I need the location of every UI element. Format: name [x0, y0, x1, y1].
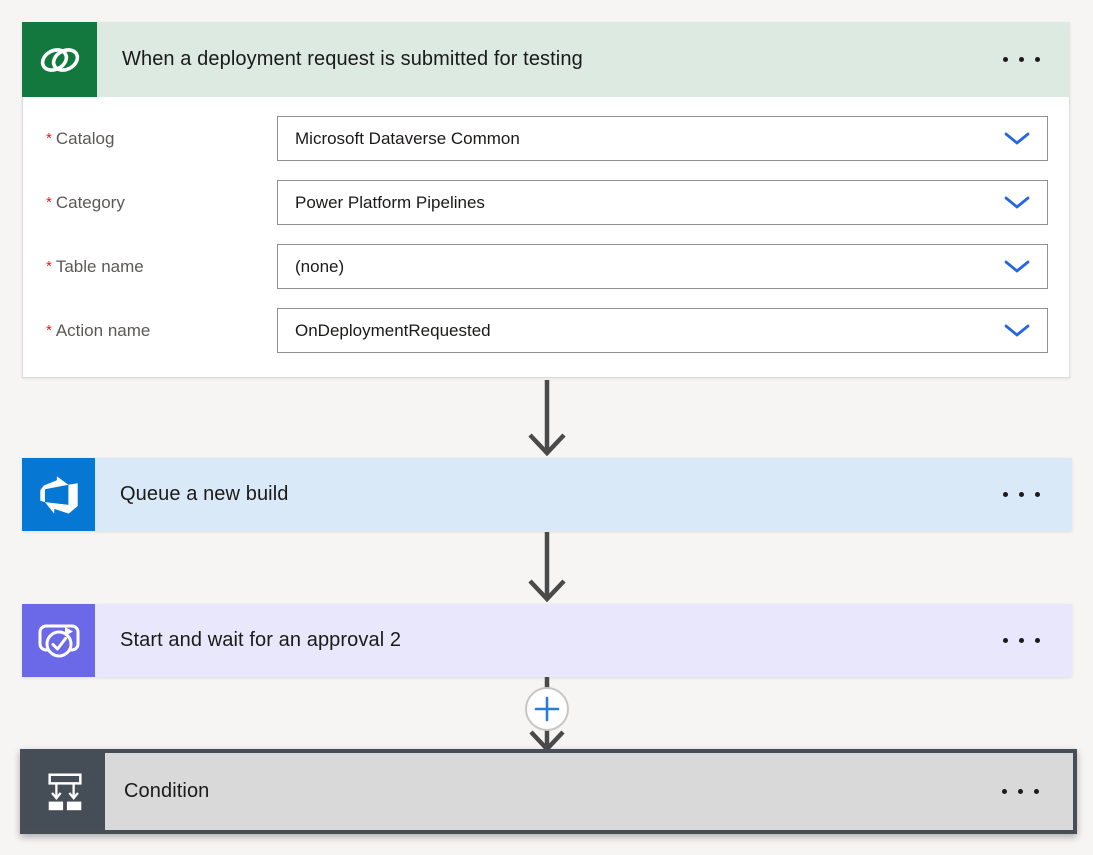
- required-marker: *: [46, 129, 52, 147]
- queue-build-card-title: Queue a new build: [120, 483, 289, 505]
- insert-step-connector: [523, 677, 571, 752]
- queue-build-card-header[interactable]: Queue a new build: [22, 458, 1072, 531]
- required-marker: *: [46, 193, 52, 211]
- action-name-label: * Action name: [46, 321, 277, 341]
- condition-menu-button[interactable]: [994, 781, 1047, 802]
- category-value: Power Platform Pipelines: [295, 192, 485, 212]
- ellipsis-icon: [1002, 789, 1039, 794]
- insert-step-button[interactable]: [525, 687, 569, 731]
- catalog-label: * Catalog: [46, 129, 277, 149]
- ellipsis-icon: [1003, 638, 1040, 643]
- condition-card-header[interactable]: Condition: [24, 753, 1073, 830]
- chevron-down-icon: [1003, 195, 1031, 210]
- field-row-action-name: * Action name OnDeploymentRequested: [46, 308, 1048, 353]
- arrow-down-icon: [523, 531, 571, 602]
- approval-card: Start and wait for an approval 2: [22, 604, 1072, 677]
- condition-icon: [24, 753, 105, 830]
- trigger-menu-button[interactable]: [995, 49, 1048, 70]
- table-name-label: * Table name: [46, 257, 277, 277]
- arrow-down-icon: [523, 379, 571, 456]
- trigger-card-body: * Catalog Microsoft Dataverse Common * C…: [23, 97, 1069, 353]
- approval-menu-button[interactable]: [995, 630, 1048, 651]
- approvals-icon: [22, 604, 95, 677]
- azure-devops-icon: [22, 458, 95, 531]
- catalog-dropdown[interactable]: Microsoft Dataverse Common: [277, 116, 1048, 161]
- queue-build-menu-button[interactable]: [995, 484, 1048, 505]
- condition-card-title: Condition: [124, 780, 210, 802]
- category-label: * Category: [46, 193, 277, 213]
- field-row-catalog: * Catalog Microsoft Dataverse Common: [46, 116, 1048, 161]
- approval-card-header[interactable]: Start and wait for an approval 2: [22, 604, 1072, 677]
- category-label-text: Category: [55, 192, 125, 212]
- trigger-card-header[interactable]: When a deployment request is submitted f…: [22, 22, 1070, 97]
- ellipsis-icon: [1003, 57, 1040, 62]
- approval-card-title: Start and wait for an approval 2: [120, 629, 402, 651]
- field-row-category: * Category Power Platform Pipelines: [46, 180, 1048, 225]
- table-name-value: (none): [295, 256, 345, 276]
- required-marker: *: [46, 321, 52, 339]
- chevron-down-icon: [1003, 259, 1031, 274]
- queue-build-card: Queue a new build: [22, 458, 1072, 531]
- trigger-card: When a deployment request is submitted f…: [22, 22, 1070, 378]
- chevron-down-icon: [1003, 323, 1031, 338]
- action-name-label-text: Action name: [55, 320, 151, 340]
- catalog-value: Microsoft Dataverse Common: [295, 128, 520, 148]
- table-name-dropdown[interactable]: (none): [277, 244, 1048, 289]
- trigger-card-title: When a deployment request is submitted f…: [122, 48, 583, 70]
- condition-card: Condition: [20, 749, 1077, 834]
- dataverse-icon: [22, 22, 97, 97]
- action-name-dropdown[interactable]: OnDeploymentRequested: [277, 308, 1048, 353]
- chevron-down-icon: [1003, 131, 1031, 146]
- ellipsis-icon: [1003, 492, 1040, 497]
- plus-icon: [534, 696, 560, 722]
- action-name-value: OnDeploymentRequested: [295, 320, 491, 340]
- category-dropdown[interactable]: Power Platform Pipelines: [277, 180, 1048, 225]
- catalog-label-text: Catalog: [55, 128, 115, 148]
- table-name-label-text: Table name: [55, 256, 144, 276]
- required-marker: *: [46, 257, 52, 275]
- field-row-table-name: * Table name (none): [46, 244, 1048, 289]
